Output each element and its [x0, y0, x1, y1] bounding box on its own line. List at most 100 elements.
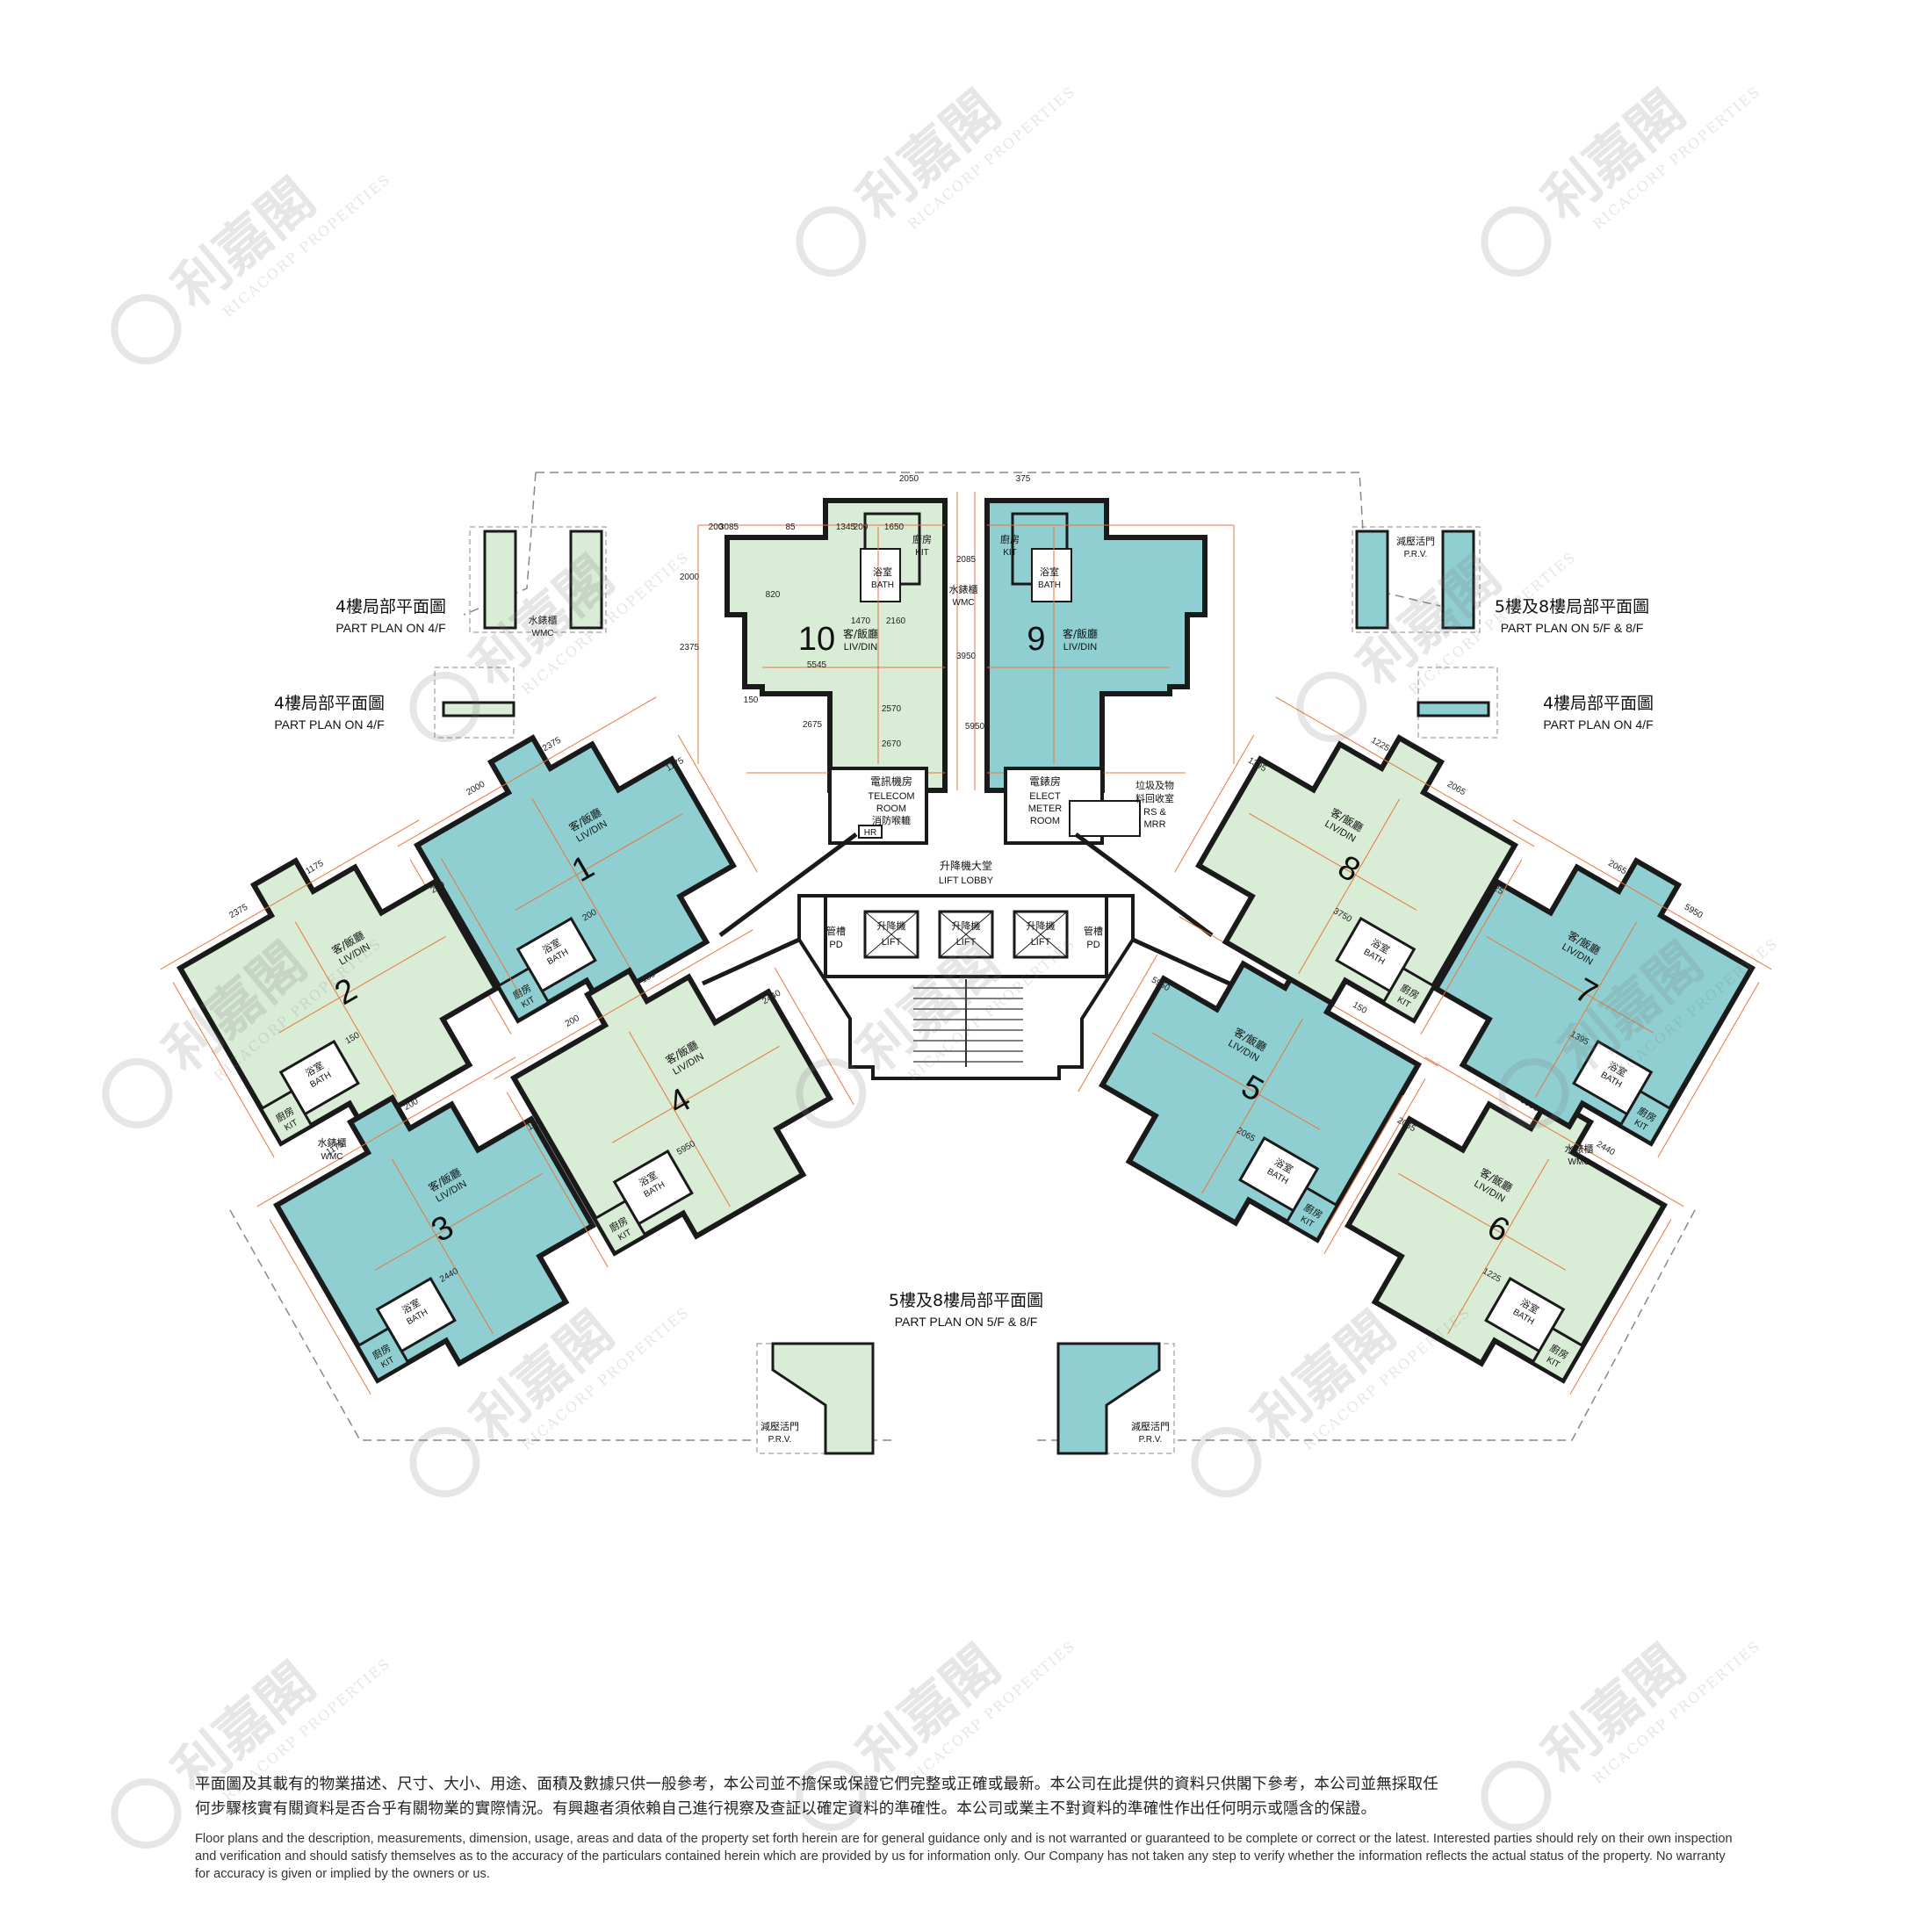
dimension-label: 200: [854, 523, 869, 532]
dimension-label: 375: [1016, 474, 1031, 484]
elect-meter-label: 電錶房: [1029, 775, 1061, 788]
unit-outline: [176, 857, 501, 1147]
dimension-label: 2670: [882, 739, 902, 749]
kitchen-label-en: KIT: [915, 548, 929, 558]
lift-lobby-label: 升降機大堂: [940, 859, 992, 872]
part-plan-58f-bottom: [756, 1342, 1175, 1455]
core-labels: 升降機大堂 LIFT LOBBY 升降機 LIFT 升降機 LIFT 升降機 L…: [826, 775, 1174, 950]
dimension-label: 1175: [304, 859, 326, 876]
kitchen: [496, 966, 551, 1022]
dimension-label: 200: [564, 1013, 581, 1029]
telecom-label: 電訊機房: [870, 775, 912, 788]
lift-lobby-label-en: LIFT LOBBY: [939, 876, 994, 886]
prv-top-label: 減壓活門: [1396, 535, 1435, 547]
dimension-label: 2675: [803, 720, 823, 730]
pd-right-label: 管槽: [1084, 925, 1103, 937]
disclaimer: 平面圖及其載有的物業描述、尺寸、大小、用途、面積及數據只供一般參考，本公司並不擔…: [195, 1772, 1741, 1883]
elect-meter-label-en1: ELECT: [1029, 791, 1061, 802]
part-plan-4f-title-2: 4樓局部平面圖: [274, 694, 385, 713]
dimension-label: 2440: [1595, 1140, 1617, 1158]
lift-1-label-en: LIFT: [882, 937, 902, 948]
part-plan-4f-title-1: 4樓局部平面圖: [335, 597, 446, 616]
kitchen: [356, 1326, 410, 1382]
prv-bottom-right-label: 減壓活門: [1131, 1420, 1170, 1432]
kitchen: [1381, 966, 1436, 1022]
kitchen-label: 廚房: [1000, 533, 1020, 545]
dimension-label: 150: [744, 696, 759, 705]
unit-outline: [413, 734, 738, 1024]
part-plan-4f-title-3: 4樓局部平面圖: [1543, 694, 1654, 713]
telecom-label-en2: ROOM: [876, 804, 906, 814]
part-plan-titles: 4樓局部平面圖 PART PLAN ON 4/F 4樓局部平面圖 PART PL…: [274, 597, 1654, 1329]
lift-3-label-en: LIFT: [1031, 937, 1051, 948]
dimension-label: 3085: [719, 523, 739, 532]
disclaimer-zh-line2: 何步驟核實有關資料是否合乎有關物業的實際情況。有興趣者須依賴自己進行視察及查証以…: [195, 1800, 1377, 1818]
unit-outline: [272, 1094, 597, 1384]
central-core: [701, 767, 1231, 1080]
dimension-label: 820: [766, 590, 781, 600]
wmc-4f-label-en: WMC: [532, 629, 554, 638]
unit-10: [697, 492, 958, 793]
hose-reel-label-en: HR: [864, 828, 876, 838]
dimension-label: 2000: [680, 573, 700, 582]
part-plan-58f-right: [1352, 526, 1498, 739]
elect-meter-label-en2: METER: [1028, 804, 1063, 814]
unit-number: 9: [1027, 621, 1045, 658]
dimension-label: 2065: [1606, 859, 1628, 877]
lift-3-label: 升降機: [1027, 919, 1056, 932]
telecom-label-en1: TELECOM: [868, 791, 914, 802]
kitchen: [1618, 1089, 1673, 1145]
refuse-room-label-en1: RS &: [1143, 807, 1166, 818]
dimension-label: 2000: [465, 779, 487, 797]
part-plan-4f-subtitle-3: PART PLAN ON 4/F: [1543, 717, 1653, 732]
kitchen-label-en: KIT: [1003, 548, 1017, 558]
living-dining-label: 客/飯廳: [843, 627, 878, 640]
wmc-left-label: 水錶櫃: [318, 1136, 347, 1149]
disclaimer-en: Floor plans and the description, measure…: [195, 1832, 1733, 1881]
living-dining-label-en: LIV/DIN: [1063, 642, 1098, 652]
refuse-room-label-1: 垃圾及物: [1135, 779, 1174, 791]
bath-label-en: BATH: [871, 580, 894, 590]
dimension-label: 200: [709, 523, 724, 532]
part-plan-4f-left: [434, 526, 607, 739]
kitchen: [259, 1089, 314, 1145]
unit-outline: [1194, 734, 1519, 1024]
wmc-right-label: 水錶櫃: [1565, 1143, 1594, 1155]
unit-9: [974, 492, 1235, 793]
prv-bottom-right-label-en: P.R.V.: [1139, 1435, 1163, 1445]
disclaimer-zh-line1: 平面圖及其載有的物業描述、尺寸、大小、用途、面積及數據只供一般參考，本公司並不擔…: [195, 1776, 1438, 1793]
hose-reel-label: 消防喉轆: [872, 814, 911, 826]
prv-bottom-left-label: 減壓活門: [761, 1420, 799, 1432]
dimension-label: 1345: [836, 523, 856, 532]
refuse-room-label-en2: MRR: [1143, 819, 1165, 830]
dimension-label: 150: [1351, 1000, 1368, 1016]
wmc-right-label-en: WMC: [1568, 1157, 1590, 1167]
dimension-label: 85: [785, 523, 796, 532]
part-plan-58f-subtitle-1: PART PLAN ON 5/F & 8/F: [1501, 621, 1644, 635]
wmc-top-label: 水錶櫃: [949, 583, 978, 595]
prv-bottom-left-label-en: P.R.V.: [768, 1435, 792, 1445]
dimension-label: 2375: [541, 735, 563, 753]
living-dining-label: 客/飯廳: [1063, 627, 1098, 640]
refuse-room-label-2: 料回收室: [1135, 792, 1174, 804]
wmc-left-label-en: WMC: [321, 1152, 343, 1162]
lift-2-label-en: LIFT: [956, 937, 977, 948]
dimension-label: 2085: [956, 555, 977, 565]
dimension-label: 2050: [899, 474, 919, 484]
bath-label: 浴室: [873, 566, 892, 578]
dimension-label: 1650: [884, 523, 905, 532]
unit-outline: [1431, 857, 1756, 1147]
kitchen-label: 廚房: [912, 533, 932, 545]
lift-1-label: 升降機: [877, 919, 906, 932]
dimension-label: 2570: [882, 704, 902, 714]
dimension-label: 2375: [227, 902, 249, 920]
